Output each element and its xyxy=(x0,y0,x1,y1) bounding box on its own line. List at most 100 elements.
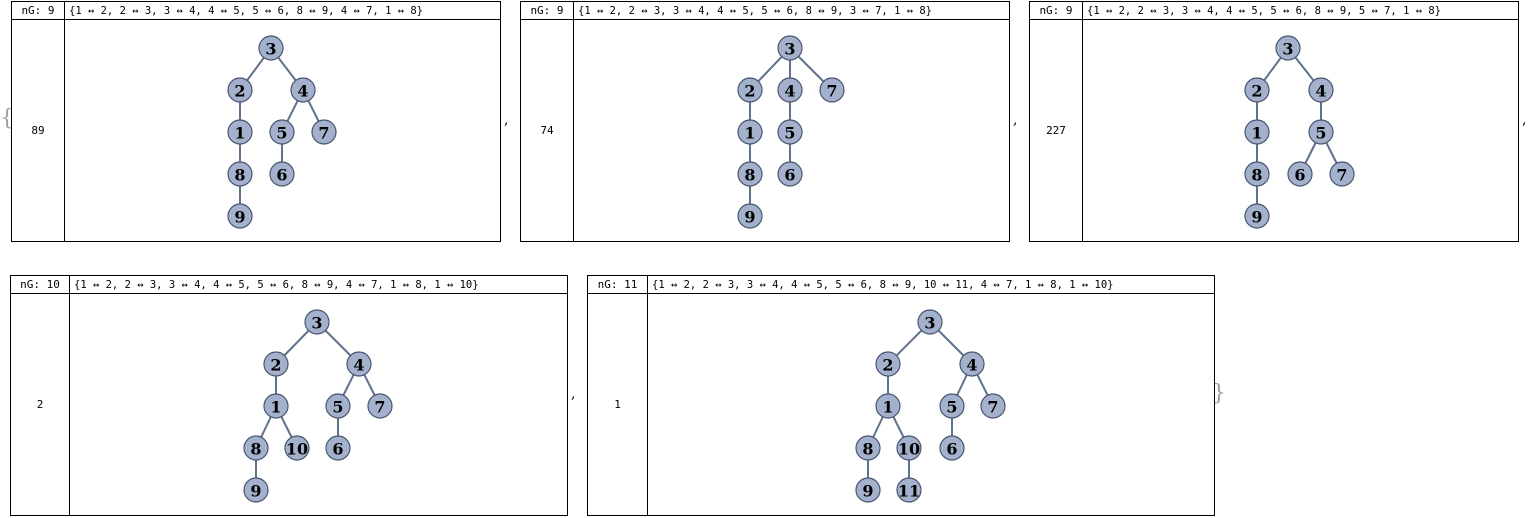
node-label: 6 xyxy=(332,440,343,459)
node-2: 2 xyxy=(263,351,289,377)
count-value: 1 xyxy=(588,294,648,515)
node-label: 1 xyxy=(234,124,245,143)
node-label: 2 xyxy=(882,356,893,375)
open-brace: { xyxy=(0,106,14,131)
node-4: 4 xyxy=(959,351,985,377)
node-8: 8 xyxy=(227,161,253,187)
node-6: 6 xyxy=(269,161,295,187)
node-circle xyxy=(325,435,351,461)
node-circle xyxy=(939,435,965,461)
node-label: 1 xyxy=(270,398,281,417)
node-9: 9 xyxy=(737,203,763,229)
node-9: 9 xyxy=(855,477,881,503)
edge-list-text: {1 ↔ 2, 2 ↔ 3, 3 ↔ 4, 4 ↔ 5, 5 ↔ 6, 8 ↔ … xyxy=(65,2,500,20)
node-8: 8 xyxy=(1244,161,1270,187)
node-label: 3 xyxy=(311,314,322,333)
node-label: 7 xyxy=(1336,166,1347,185)
node-circle xyxy=(1244,77,1270,103)
node-6: 6 xyxy=(777,161,803,187)
node-label: 1 xyxy=(1251,124,1262,143)
node-label: 6 xyxy=(784,166,795,185)
node-circle xyxy=(243,435,269,461)
node-label: 9 xyxy=(862,482,873,501)
node-5: 5 xyxy=(325,393,351,419)
node-circle xyxy=(1244,203,1270,229)
node-4: 4 xyxy=(346,351,372,377)
ng-label: nG: 10 xyxy=(11,276,70,294)
node-7: 7 xyxy=(367,393,393,419)
node-circle xyxy=(1244,119,1270,145)
node-label: 2 xyxy=(744,82,755,101)
graph-panel-1: nG: 9 {1 ↔ 2, 2 ↔ 3, 3 ↔ 4, 4 ↔ 5, 5 ↔ 6… xyxy=(11,1,501,242)
node-6: 6 xyxy=(325,435,351,461)
edge-list-text: {1 ↔ 2, 2 ↔ 3, 3 ↔ 4, 4 ↔ 5, 5 ↔ 6, 8 ↔ … xyxy=(648,276,1214,294)
node-5: 5 xyxy=(777,119,803,145)
node-circle xyxy=(896,477,922,503)
node-circle xyxy=(290,77,316,103)
node-label: 8 xyxy=(862,440,873,459)
node-10: 10 xyxy=(896,435,922,461)
node-label: 8 xyxy=(1251,166,1262,185)
node-label: 7 xyxy=(318,124,329,143)
separator-1: , xyxy=(504,112,509,128)
node-4: 4 xyxy=(1308,77,1334,103)
ng-label: nG: 11 xyxy=(588,276,648,294)
node-circle xyxy=(819,77,845,103)
node-9: 9 xyxy=(243,477,269,503)
node-circle xyxy=(304,309,330,335)
node-circle xyxy=(1287,161,1313,187)
node-label: 3 xyxy=(1282,40,1293,59)
node-2: 2 xyxy=(1244,77,1270,103)
node-circle xyxy=(875,393,901,419)
node-circle xyxy=(737,77,763,103)
node-label: 5 xyxy=(784,124,795,143)
node-label: 11 xyxy=(898,482,920,501)
node-9: 9 xyxy=(227,203,253,229)
node-circle xyxy=(737,203,763,229)
node-7: 7 xyxy=(819,77,845,103)
node-label: 4 xyxy=(353,356,364,375)
node-label: 4 xyxy=(966,356,977,375)
node-5: 5 xyxy=(269,119,295,145)
node-2: 2 xyxy=(737,77,763,103)
node-circle xyxy=(284,435,310,461)
ng-label: nG: 9 xyxy=(12,2,65,20)
separator-3: , xyxy=(1522,112,1527,128)
edge-list-text: {1 ↔ 2, 2 ↔ 3, 3 ↔ 4, 4 ↔ 5, 5 ↔ 6, 8 ↔ … xyxy=(574,2,1009,20)
node-3: 3 xyxy=(917,309,943,335)
node-label: 5 xyxy=(276,124,287,143)
node-label: 2 xyxy=(270,356,281,375)
node-circle xyxy=(346,351,372,377)
node-label: 9 xyxy=(250,482,261,501)
node-circle xyxy=(777,119,803,145)
node-label: 3 xyxy=(265,40,276,59)
node-circle xyxy=(269,119,295,145)
node-circle xyxy=(1308,119,1334,145)
graph-panel-4: nG: 10 {1 ↔ 2, 2 ↔ 3, 3 ↔ 4, 4 ↔ 5, 5 ↔ … xyxy=(10,275,568,516)
graph-panel-2: nG: 9 {1 ↔ 2, 2 ↔ 3, 3 ↔ 4, 4 ↔ 5, 5 ↔ 6… xyxy=(520,1,1010,242)
edge-list-text: {1 ↔ 2, 2 ↔ 3, 3 ↔ 4, 4 ↔ 5, 5 ↔ 6, 8 ↔ … xyxy=(1083,2,1518,20)
node-1: 1 xyxy=(875,393,901,419)
node-circle xyxy=(777,161,803,187)
node-1: 1 xyxy=(227,119,253,145)
node-circle xyxy=(263,393,289,419)
node-circle xyxy=(1329,161,1355,187)
node-circle xyxy=(917,309,943,335)
node-8: 8 xyxy=(243,435,269,461)
node-circle xyxy=(367,393,393,419)
node-circle xyxy=(1308,77,1334,103)
node-10: 10 xyxy=(284,435,310,461)
node-circle xyxy=(980,393,1006,419)
node-8: 8 xyxy=(855,435,881,461)
node-label: 3 xyxy=(784,40,795,59)
node-circle xyxy=(855,435,881,461)
node-circle xyxy=(269,161,295,187)
node-1: 1 xyxy=(1244,119,1270,145)
node-label: 4 xyxy=(1315,82,1326,101)
count-value: 89 xyxy=(12,20,65,241)
